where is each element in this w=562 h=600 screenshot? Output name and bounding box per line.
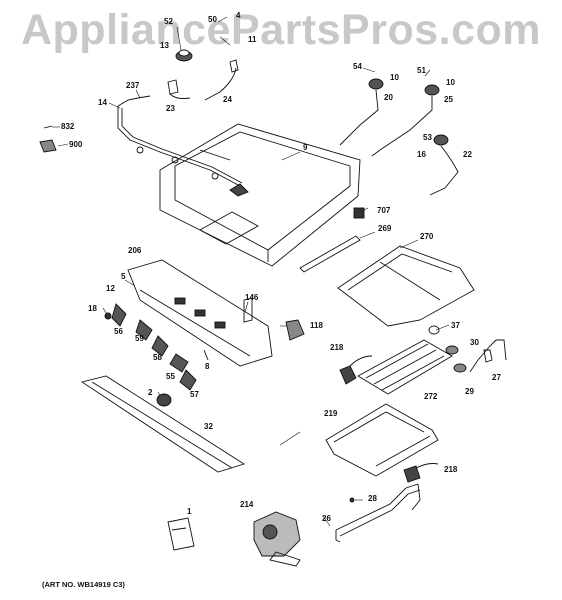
igniter-218-lower [403,465,421,483]
callout-55: 55 [166,372,175,381]
part-146 [243,297,253,323]
callout-9: 9 [303,143,308,152]
callout-13: 13 [160,41,169,50]
callout-146: 146 [245,293,259,302]
pipe-26 [335,483,421,543]
callout-12: 12 [106,284,115,293]
callout-707: 707 [377,206,391,215]
callout-28: 28 [368,494,377,503]
callout-23: 23 [166,104,175,113]
callout-10-right: 10 [446,78,455,87]
callout-11: 11 [248,35,257,44]
trim-strip [80,375,246,473]
callout-27: 27 [492,373,501,382]
callout-269: 269 [378,224,392,233]
callout-51: 51 [417,66,426,75]
panel-270 [337,245,475,327]
callout-30: 30 [470,338,479,347]
manual-1 [167,517,195,551]
part-28 [349,497,355,503]
watermark: AppliancePartsPros.com [20,6,541,54]
callout-54: 54 [353,62,362,71]
callout-26: 26 [322,514,331,523]
burner-box [159,123,361,267]
callout-832: 832 [61,122,75,131]
small-parts-832-900 [39,125,57,153]
part-707 [353,207,365,219]
burner-272 [357,339,453,395]
callout-14: 14 [98,98,107,107]
orifice-parts [445,339,507,373]
manifold-pipe [117,95,243,187]
burner-valves-left [167,49,239,101]
callout-214: 214 [240,500,254,509]
igniter-switches [104,303,209,391]
part-269 [299,235,361,273]
part-2 [156,393,172,407]
front-rail [127,259,273,367]
callout-59: 59 [135,334,144,343]
callout-20: 20 [384,93,393,102]
callout-32: 32 [204,422,213,431]
callout-2: 2 [148,388,153,397]
callout-270: 270 [420,232,434,241]
callout-24: 24 [223,95,232,104]
callout-218-lower: 218 [444,465,458,474]
part-118 [285,319,305,341]
callout-1: 1 [187,507,192,516]
art-number: (ART NO. WB14919 C3) [42,580,125,589]
callout-4: 4 [236,11,241,20]
callout-219: 219 [324,409,338,418]
callout-118: 118 [310,321,323,330]
burner-valves-right [339,78,459,196]
callout-57: 57 [190,390,199,399]
callout-18: 18 [88,304,97,313]
callout-272: 272 [424,392,438,401]
valve-214 [253,511,301,567]
callout-52: 52 [164,17,173,26]
callout-206: 206 [128,246,142,255]
callout-10: 10 [390,73,399,82]
callout-58: 58 [153,353,162,362]
part-37 [428,325,440,335]
callout-53: 53 [423,133,432,142]
callout-237: 237 [126,81,140,90]
callout-22: 22 [463,150,472,159]
callout-50: 50 [208,15,217,24]
igniter-218-upper [339,365,357,385]
callout-218: 218 [330,343,344,352]
callout-25: 25 [444,95,453,104]
callout-37: 37 [451,321,460,330]
callout-8: 8 [205,362,210,371]
callout-900: 900 [69,140,83,149]
callout-29: 29 [465,387,474,396]
tray-219 [325,403,439,477]
callout-16: 16 [417,150,426,159]
callout-56: 56 [114,327,123,336]
callout-5: 5 [121,272,126,281]
